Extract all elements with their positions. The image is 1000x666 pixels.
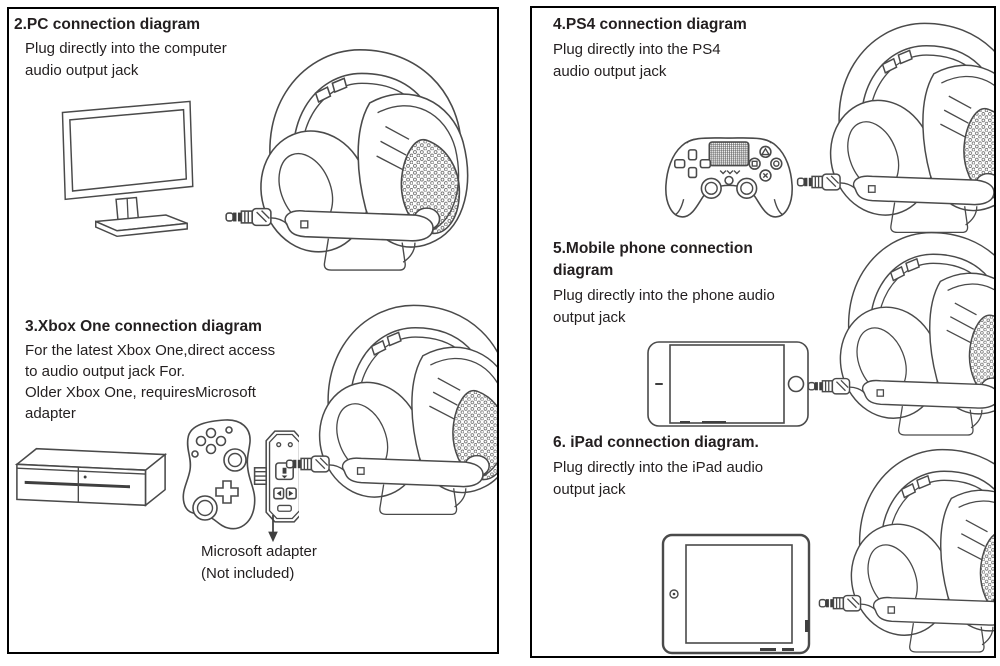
section-xbox-body-line: For the latest Xbox One,direct access [25,342,276,359]
down-arrow-icon [263,515,283,543]
gaming-headset-with-plug-illustration [803,222,996,442]
section-ipad-body-line: output jack [553,481,626,498]
section-xbox-body-line: Older Xbox One, requiresMicrosoft [25,384,256,401]
gaming-headset-with-plug-illustration [220,40,486,276]
section-mobile-title-line: diagram [553,262,614,279]
section-pc-body-line: Plug directly into the computer [25,40,227,57]
adapter-caption-line: (Not included) [201,565,295,582]
gaming-headset-with-plug-illustration [281,295,499,521]
right-panel: 4.PS4 connection diagram Plug directly i… [530,6,996,658]
section-mobile-title-line: 5.Mobile phone connection [553,240,753,257]
ipad-illustration [660,532,812,656]
section-ps4-title: 4.PS4 connection diagram [553,16,747,33]
gaming-headset-with-plug-illustration [792,14,996,238]
gaming-headset-with-plug-illustration [814,438,996,658]
mobile-phone-illustration [646,340,810,428]
section-xbox-title: 3.Xbox One connection diagram [25,318,262,335]
section-mobile-body-line: output jack [553,309,626,326]
section-xbox-body-line: adapter [25,405,76,422]
left-panel: 2.PC connection diagram Plug directly in… [7,7,499,654]
section-pc-title: 2.PC connection diagram [14,16,201,33]
section-mobile-body-line: Plug directly into the phone audio [553,287,775,304]
xbox-one-console-illustration [12,438,170,516]
section-ps4-body-line: audio output jack [553,63,667,80]
section-ipad-body-line: Plug directly into the iPad audio [553,459,764,476]
section-ipad-title: 6. iPad connection diagram. [553,434,759,451]
section-ps4-body-line: Plug directly into the PS4 [553,41,721,58]
pc-monitor-illustration [55,94,203,240]
section-pc-body-line: audio output jack [25,62,139,79]
section-xbox-body-line: to audio output jack For. [25,363,186,380]
adapter-caption-line: Microsoft adapter [201,543,317,560]
ps4-controller-illustration [660,128,798,223]
